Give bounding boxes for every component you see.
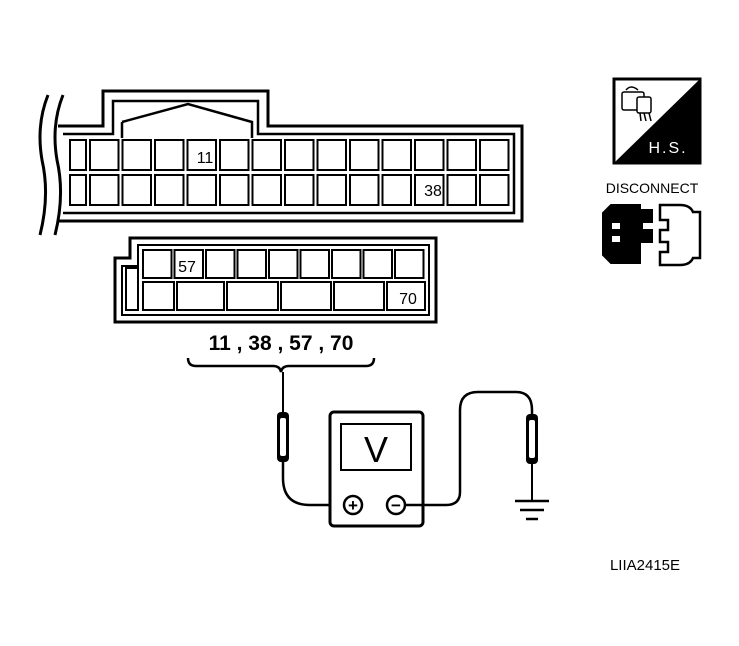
terminal-list: 11 , 38 , 57 , 70 <box>209 332 354 355</box>
terminal-brace <box>186 357 376 373</box>
pin-cell <box>142 281 175 311</box>
pin-grid-lower <box>125 249 426 311</box>
pin-cell <box>414 174 445 206</box>
pin-cell <box>186 139 217 171</box>
pin-cell <box>142 249 173 279</box>
pin-cell <box>125 267 139 311</box>
pin-label-38: 38 <box>424 183 442 200</box>
pin-cell <box>316 174 347 206</box>
pin-cell <box>205 249 236 279</box>
pin-label-70: 70 <box>399 291 417 308</box>
pin-cell <box>446 174 477 206</box>
pin-cell <box>154 139 185 171</box>
hs-label: H.S. <box>648 140 687 157</box>
disconnect-label: DISCONNECT <box>606 180 699 196</box>
plus-terminal <box>342 494 364 516</box>
pin-cell <box>446 139 477 171</box>
pin-cell <box>299 249 330 279</box>
plus-symbol: + <box>348 496 358 515</box>
pin-cell <box>154 174 185 206</box>
disconnect-icon <box>602 203 702 267</box>
voltmeter: V + − <box>328 410 425 528</box>
pin-cell <box>89 139 120 171</box>
pin-cell <box>394 249 425 279</box>
pin-cell <box>362 249 393 279</box>
minus-symbol: − <box>391 496 401 515</box>
pin-grid-upper <box>69 139 510 206</box>
pin-cell <box>89 174 120 206</box>
pin-cell <box>381 174 412 206</box>
meter-display: V <box>364 429 388 470</box>
hs-badge: H.S. <box>612 77 702 165</box>
pin-cell <box>479 174 510 206</box>
pin-cell <box>219 139 250 171</box>
pin-cell <box>284 174 315 206</box>
pin-cell <box>333 281 385 311</box>
figure-code: LIIA2415E <box>610 557 680 574</box>
ground-symbol <box>515 499 549 521</box>
pin-cell <box>479 139 510 171</box>
pin-cell <box>331 249 362 279</box>
pin-cell <box>176 281 225 311</box>
pin-cell <box>284 139 315 171</box>
pin-cell <box>386 281 426 311</box>
pin-cell <box>69 174 87 206</box>
harness-connector-upper: 11 38 <box>38 89 524 236</box>
harness-connector-icon <box>621 86 652 122</box>
pin-cell <box>226 281 279 311</box>
pin-cell <box>349 139 380 171</box>
pin-cell <box>280 281 332 311</box>
pin-cell <box>236 249 267 279</box>
pin-cell <box>251 139 282 171</box>
pin-cell <box>219 174 250 206</box>
pin-cell <box>381 139 412 171</box>
negative-probe <box>405 390 538 507</box>
pin-cell <box>121 139 152 171</box>
pin-label-57: 57 <box>178 259 196 276</box>
pin-cell <box>173 249 204 279</box>
harness-connector-lower: 57 70 <box>113 236 438 324</box>
pin-cell <box>414 139 445 171</box>
pin-label-11: 11 <box>197 150 214 167</box>
pin-cell <box>316 139 347 171</box>
pin-cell <box>121 174 152 206</box>
positive-probe <box>277 372 343 507</box>
pin-cell <box>186 174 217 206</box>
pin-cell <box>69 139 87 171</box>
pin-cell <box>268 249 299 279</box>
pin-cell <box>251 174 282 206</box>
pin-cell <box>349 174 380 206</box>
